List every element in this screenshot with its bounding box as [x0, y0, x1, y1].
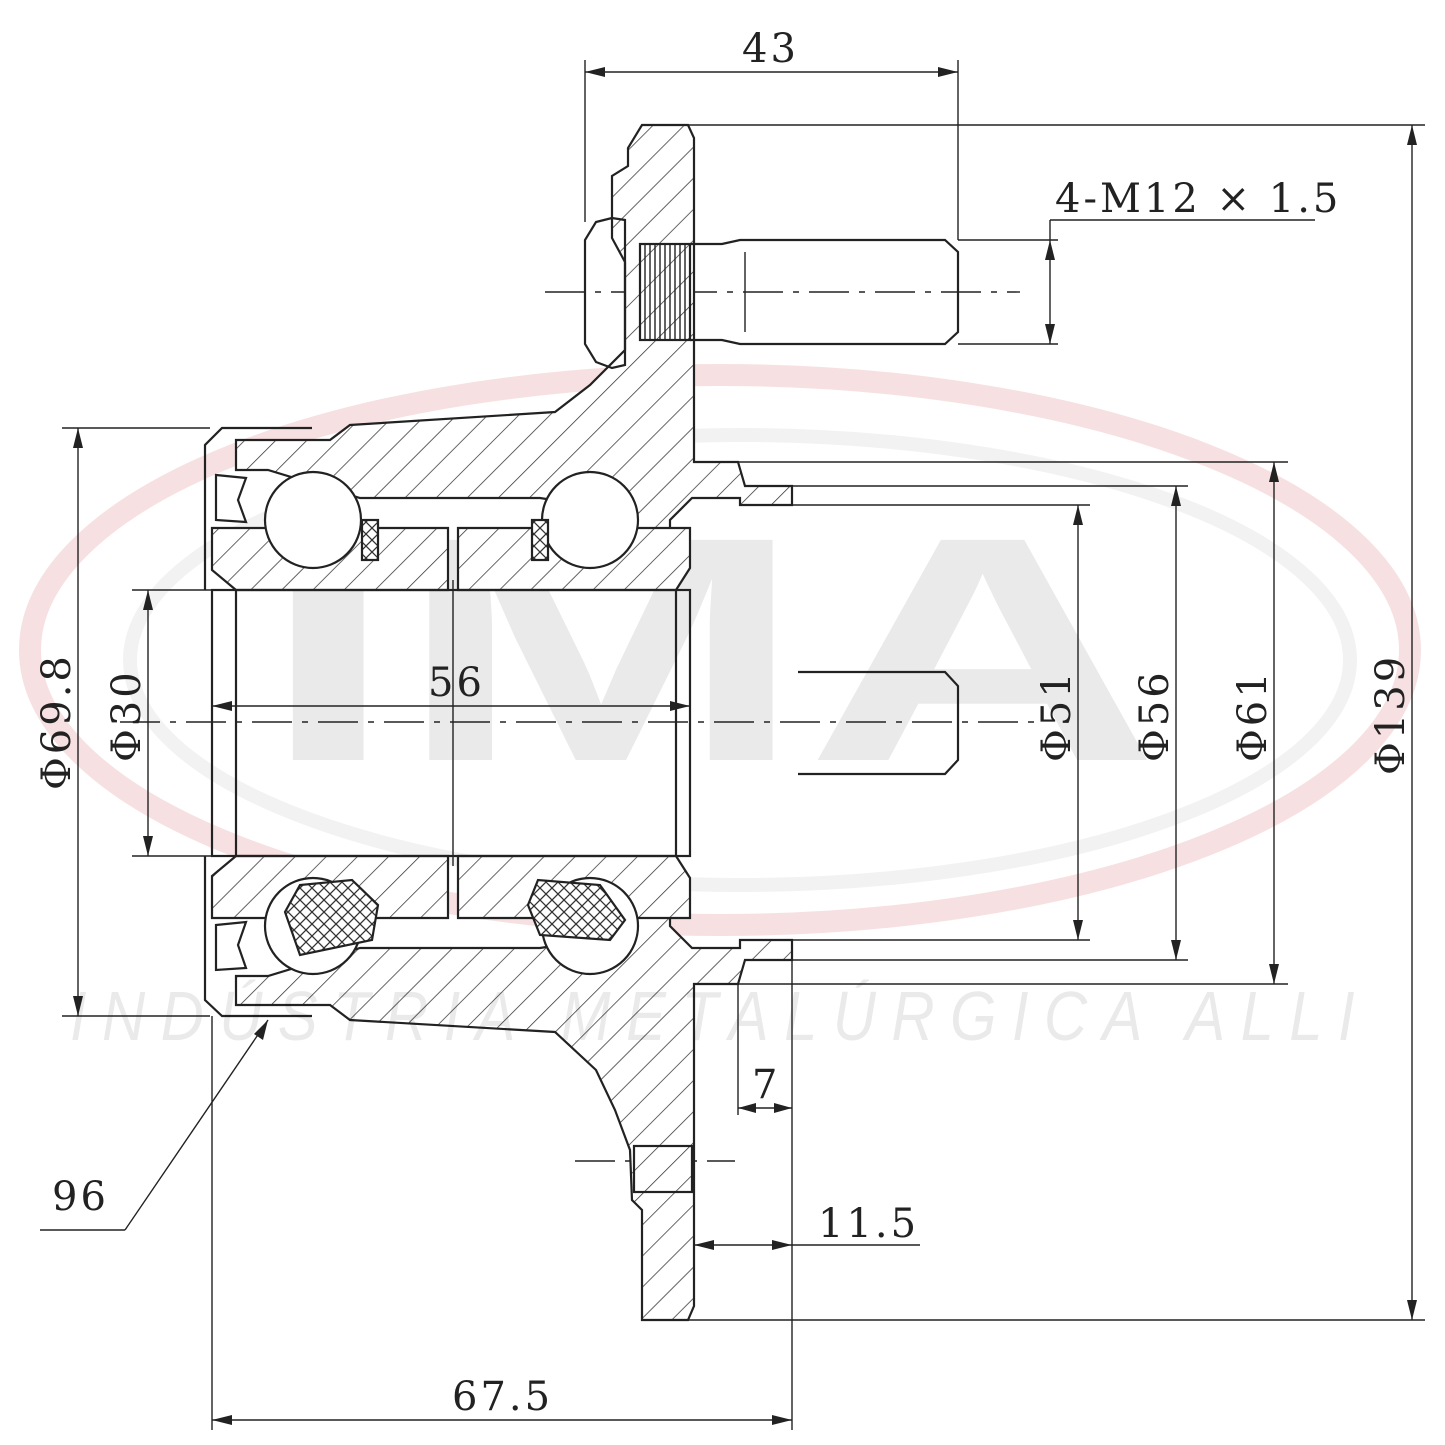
dim-label-43: 43: [742, 26, 799, 72]
watermark-tagline: INDÚSTRIA METALÚRGICA ALLI: [70, 977, 1370, 1055]
watermark-ring-inner: [123, 428, 1357, 892]
seal-lip-upper: [214, 473, 248, 524]
cage-upper-left: [360, 518, 380, 562]
watermark-letters: IMA: [260, 470, 1160, 828]
cage-upper-right: [530, 518, 550, 562]
dim-label-67-5: 67.5: [452, 1374, 553, 1420]
stud-shank: [690, 238, 960, 346]
wheel-stud: [583, 216, 960, 370]
dim-label-thread: 4-M12 × 1.5: [1055, 176, 1341, 222]
ball-upper-left: [263, 470, 363, 570]
watermark-ring: [19, 364, 1421, 936]
cage-lower-left: [283, 878, 380, 957]
stud-head: [583, 216, 627, 370]
leader-item-96: 96: [40, 1019, 269, 1231]
cage-lower-right: [526, 878, 627, 942]
bore-outline: [210, 588, 692, 858]
dim-label-dia-69-8: Φ69.8: [34, 653, 80, 790]
seal-lip-lower: [214, 920, 248, 972]
dim-width-7: 7: [737, 960, 793, 1430]
dim-dia-139: Φ139: [688, 124, 1425, 1321]
seal-cap-lower: [203, 856, 312, 1018]
dim-label-dia-51: Φ51: [1034, 669, 1080, 762]
stud-knurl-lines: [644, 244, 686, 340]
seal-cap-upper: [203, 426, 312, 590]
dim-dia-69-8: Φ69.8: [34, 427, 210, 1017]
dim-dia-51: Φ51: [792, 504, 1090, 941]
axle-stub: [798, 670, 960, 776]
dim-width-56: 56: [212, 580, 690, 866]
dim-label-dia-30: Φ30: [104, 669, 150, 762]
dim-label-96: 96: [52, 1174, 109, 1220]
dim-thread: 4-M12 × 1.5: [958, 176, 1341, 345]
watermark-logo: IMA: [19, 364, 1421, 936]
flange-hole: [632, 1144, 694, 1194]
dim-label-11-5: 11.5: [818, 1201, 919, 1247]
dim-dia-61: Φ61: [738, 461, 1288, 985]
dim-dia-56: Φ56: [792, 485, 1188, 961]
dim-label-7: 7: [752, 1062, 780, 1108]
dim-label-dia-139: Φ139: [1368, 654, 1414, 775]
ball-upper-right: [540, 470, 640, 570]
dim-width-43: 43: [584, 26, 959, 240]
dim-label-56: 56: [428, 660, 485, 706]
dim-dia-30: Φ30: [104, 589, 212, 857]
dim-label-dia-61: Φ61: [1230, 669, 1276, 762]
dim-width-67-5: 67.5: [211, 1016, 792, 1430]
dim-width-11-5: 11.5: [694, 1201, 920, 1250]
dim-label-dia-56: Φ56: [1132, 669, 1178, 762]
